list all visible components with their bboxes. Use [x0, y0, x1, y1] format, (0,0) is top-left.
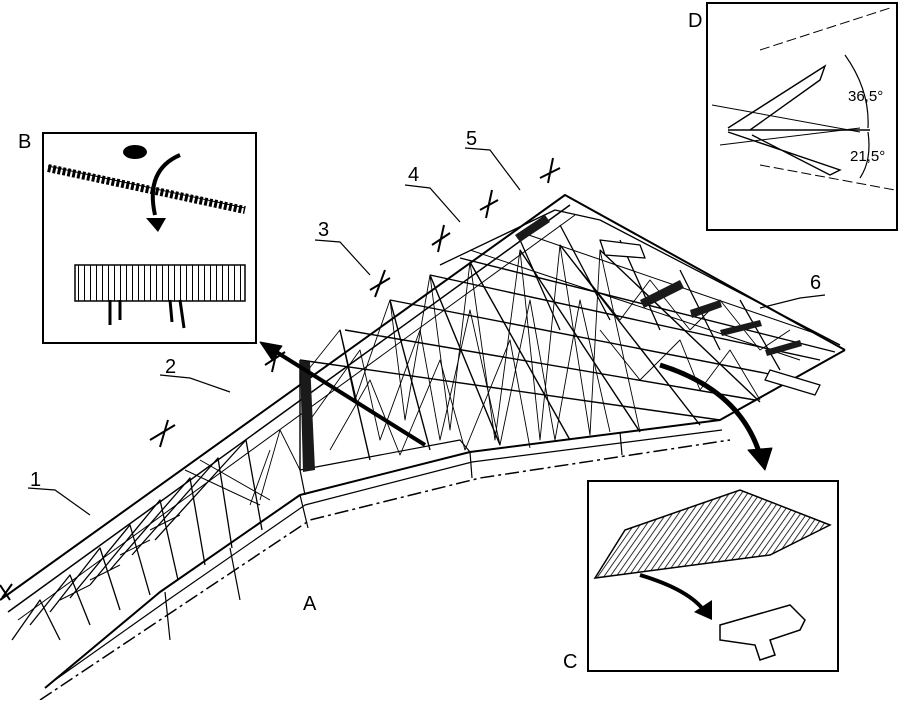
view-b-inset: B [18, 131, 257, 344]
label-6: 6 [810, 272, 821, 294]
truss-bracing [249, 244, 791, 506]
trailing-edge-outline [44, 349, 846, 689]
stringer-strips [300, 215, 802, 472]
leader-lines [27, 147, 826, 516]
view-b-label: B [18, 131, 31, 153]
part-labels: 1 2 3 4 5 6 A [30, 128, 821, 615]
view-d-frame [706, 2, 898, 231]
view-c-skin-panel [593, 489, 832, 579]
view-c-inset: C [563, 480, 839, 673]
view-d-inset: D 36,5° 21,5° [688, 2, 898, 231]
label-3: 3 [318, 219, 329, 241]
view-c-label: C [563, 651, 577, 673]
inboard-ribs [11, 439, 271, 641]
edge-marks [0, 157, 561, 601]
label-5: 5 [466, 128, 477, 150]
view-d-label: D [688, 10, 702, 32]
label-1: 1 [30, 469, 41, 491]
view-b-frame [42, 132, 257, 344]
label-2: 2 [165, 356, 176, 378]
view-b-stringer-panel [74, 264, 246, 302]
spar-grid [299, 244, 836, 470]
label-view-a: A [303, 593, 317, 615]
arrow-to-view-c [659, 362, 763, 456]
view-b-arrow [150, 153, 181, 216]
angle-upper: 36,5° [848, 88, 883, 105]
angle-lower: 21,5° [850, 148, 885, 165]
arrow-to-view-b [268, 346, 427, 447]
outer-panels [439, 209, 841, 396]
wing-main [0, 194, 846, 701]
view-c-stringer-profile [719, 604, 806, 661]
root-panels [164, 431, 623, 641]
label-4: 4 [408, 164, 419, 186]
